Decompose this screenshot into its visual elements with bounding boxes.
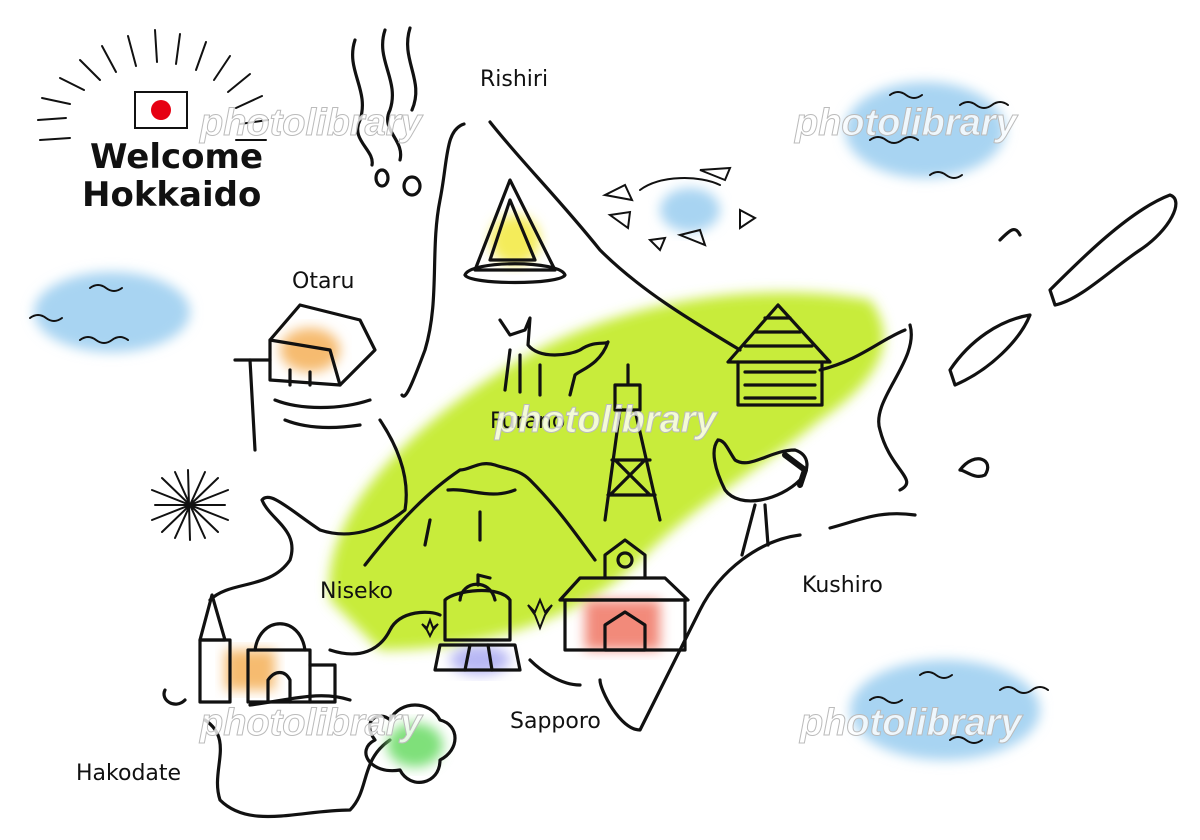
label-sapporo: Sapporo — [510, 709, 601, 734]
crane-icon — [712, 438, 809, 557]
watermark: photolibrary — [494, 399, 719, 441]
label-rishiri: Rishiri — [480, 67, 548, 92]
rising-sun-flag-icon — [37, 29, 269, 141]
church-icon — [198, 593, 337, 704]
label-furano: Furano — [490, 409, 565, 434]
tv-tower-icon — [603, 363, 662, 522]
hokkaido-coastline — [162, 120, 990, 819]
mountain-icon — [363, 462, 597, 567]
title-welcome: Welcome — [90, 137, 263, 177]
watermark: photolibrary — [199, 102, 424, 144]
sparkle-icon — [421, 597, 553, 639]
label-kushiro: Kushiro — [802, 573, 883, 598]
label-niseko: Niseko — [320, 579, 393, 604]
title-hokkaido: Hokkaido — [82, 175, 261, 215]
label-hakodate: Hakodate — [76, 761, 181, 786]
sea-wash-southeast — [850, 660, 1040, 760]
thatched-house-icon — [726, 303, 832, 407]
clock-tower-icon — [558, 538, 690, 652]
watermark: photolibrary — [799, 702, 1024, 744]
fox-icon — [498, 316, 610, 397]
sea-wash-northeast — [845, 82, 1005, 178]
land-wash — [329, 292, 884, 650]
hot-spring-steam-icon — [351, 26, 422, 197]
sea-waves — [29, 91, 1049, 744]
castle-icon — [433, 573, 522, 675]
watermark: photolibrary — [199, 702, 424, 744]
label-otaru: Otaru — [292, 269, 354, 294]
canal-warehouse-icon — [233, 303, 377, 452]
star-flower-icon — [364, 703, 457, 784]
pyramid-monument-icon — [463, 178, 567, 285]
watermark: photolibrary — [794, 102, 1019, 144]
kuril-islands — [948, 193, 1178, 387]
sea-wash-west — [34, 272, 190, 352]
firework-icon — [151, 469, 229, 541]
drift-ice-icon — [601, 166, 757, 252]
